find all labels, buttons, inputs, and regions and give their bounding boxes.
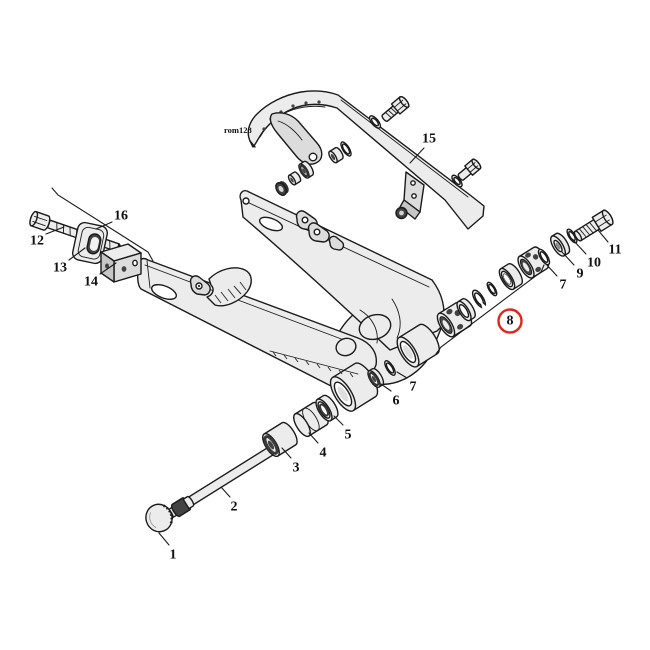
- diagram-code: rom128: [224, 125, 252, 135]
- guard-ring: [340, 141, 352, 157]
- part-label-12: 12: [30, 234, 44, 249]
- pivot-bolt-11: [573, 209, 614, 242]
- chain-guard: [247, 90, 485, 230]
- part-label-4: 4: [320, 446, 327, 461]
- part-label-11: 11: [608, 243, 621, 258]
- oring-7-upper: [537, 248, 551, 266]
- leader-line-14: [99, 262, 117, 275]
- bearing-cage: [517, 246, 550, 279]
- part-label-13: 13: [53, 261, 67, 276]
- end-cap: [145, 503, 173, 533]
- part-label-6: 6: [393, 394, 400, 409]
- leader-line-11: [597, 229, 609, 243]
- leader-line-3: [281, 447, 292, 459]
- leader-line-13: [68, 247, 86, 261]
- guard-spacer: [328, 146, 344, 164]
- guard-spacer-2: [287, 171, 302, 186]
- retaining-ring: [470, 288, 487, 308]
- leader-line-5: [333, 415, 344, 426]
- part-label-14: 14: [84, 275, 98, 290]
- bearing-kit-8: [436, 246, 550, 338]
- chain-guard-body: [247, 90, 485, 230]
- washer-10: [566, 228, 578, 244]
- adjuster-slot: [258, 216, 284, 232]
- bearing-race: [456, 298, 476, 322]
- leader-line-12: [45, 226, 65, 235]
- part-label-7: 7: [560, 278, 567, 293]
- guard-clevis-arm: [269, 112, 323, 165]
- guard-washer-top: [368, 115, 382, 129]
- washer-9: [550, 232, 571, 257]
- adjuster-slot: [150, 284, 178, 300]
- leader-line-6: [380, 383, 392, 392]
- guard-locknut: [275, 181, 289, 196]
- leader-line-10: [573, 240, 587, 255]
- part-label-3: 3: [293, 461, 300, 476]
- guard-bolt-right: [457, 158, 482, 181]
- part-label-1: 1: [170, 548, 177, 563]
- guard-mount-lugs: [295, 210, 345, 251]
- leader-line-9: [561, 251, 575, 266]
- pivot-boss-right: [396, 323, 440, 368]
- kit-bracket-8: [435, 264, 545, 355]
- part-label-8: 8: [507, 314, 514, 329]
- pivot-boss-left: [329, 362, 379, 412]
- spacer-ring: [486, 281, 498, 297]
- guard-washer-right: [451, 174, 463, 188]
- pivot-shaft: [166, 443, 280, 519]
- kit-bracket-16: [51, 187, 154, 262]
- part-label-7: 7: [410, 380, 417, 395]
- part-label-15: 15: [422, 132, 436, 147]
- swingarm: [136, 190, 445, 412]
- near-arm-lug: [189, 275, 211, 296]
- brake-stay-flap: [206, 267, 252, 307]
- isolator-13: [71, 221, 109, 265]
- guard-bearing: [298, 160, 315, 179]
- leader-line-1: [158, 532, 170, 546]
- oring-7-lower: [384, 360, 396, 376]
- flange-nut: [395, 206, 408, 220]
- leader-line-7: [545, 263, 558, 277]
- highlight-circle-part-8: [497, 308, 523, 334]
- part-label-10: 10: [587, 256, 601, 271]
- mount-kit: [29, 210, 142, 283]
- part-label-2: 2: [231, 500, 238, 515]
- block-14: [100, 243, 142, 283]
- bushing-3: [262, 421, 298, 458]
- leader-line-4: [308, 432, 319, 444]
- casting-pocket: [335, 337, 357, 357]
- guard-bolt-top: [381, 95, 410, 122]
- part-label-9: 9: [577, 267, 584, 282]
- seal-5: [315, 394, 339, 422]
- leader-line-2: [220, 486, 231, 498]
- outer-race: [498, 263, 523, 291]
- pivot-shaft-assembly: [145, 394, 339, 533]
- leader-line-15: [409, 147, 425, 164]
- part-label-5: 5: [345, 428, 352, 443]
- leader-line-16: [95, 221, 113, 230]
- axle-hole: [242, 197, 250, 205]
- part-label-16: 16: [114, 209, 128, 224]
- leader-line-7: [396, 371, 408, 379]
